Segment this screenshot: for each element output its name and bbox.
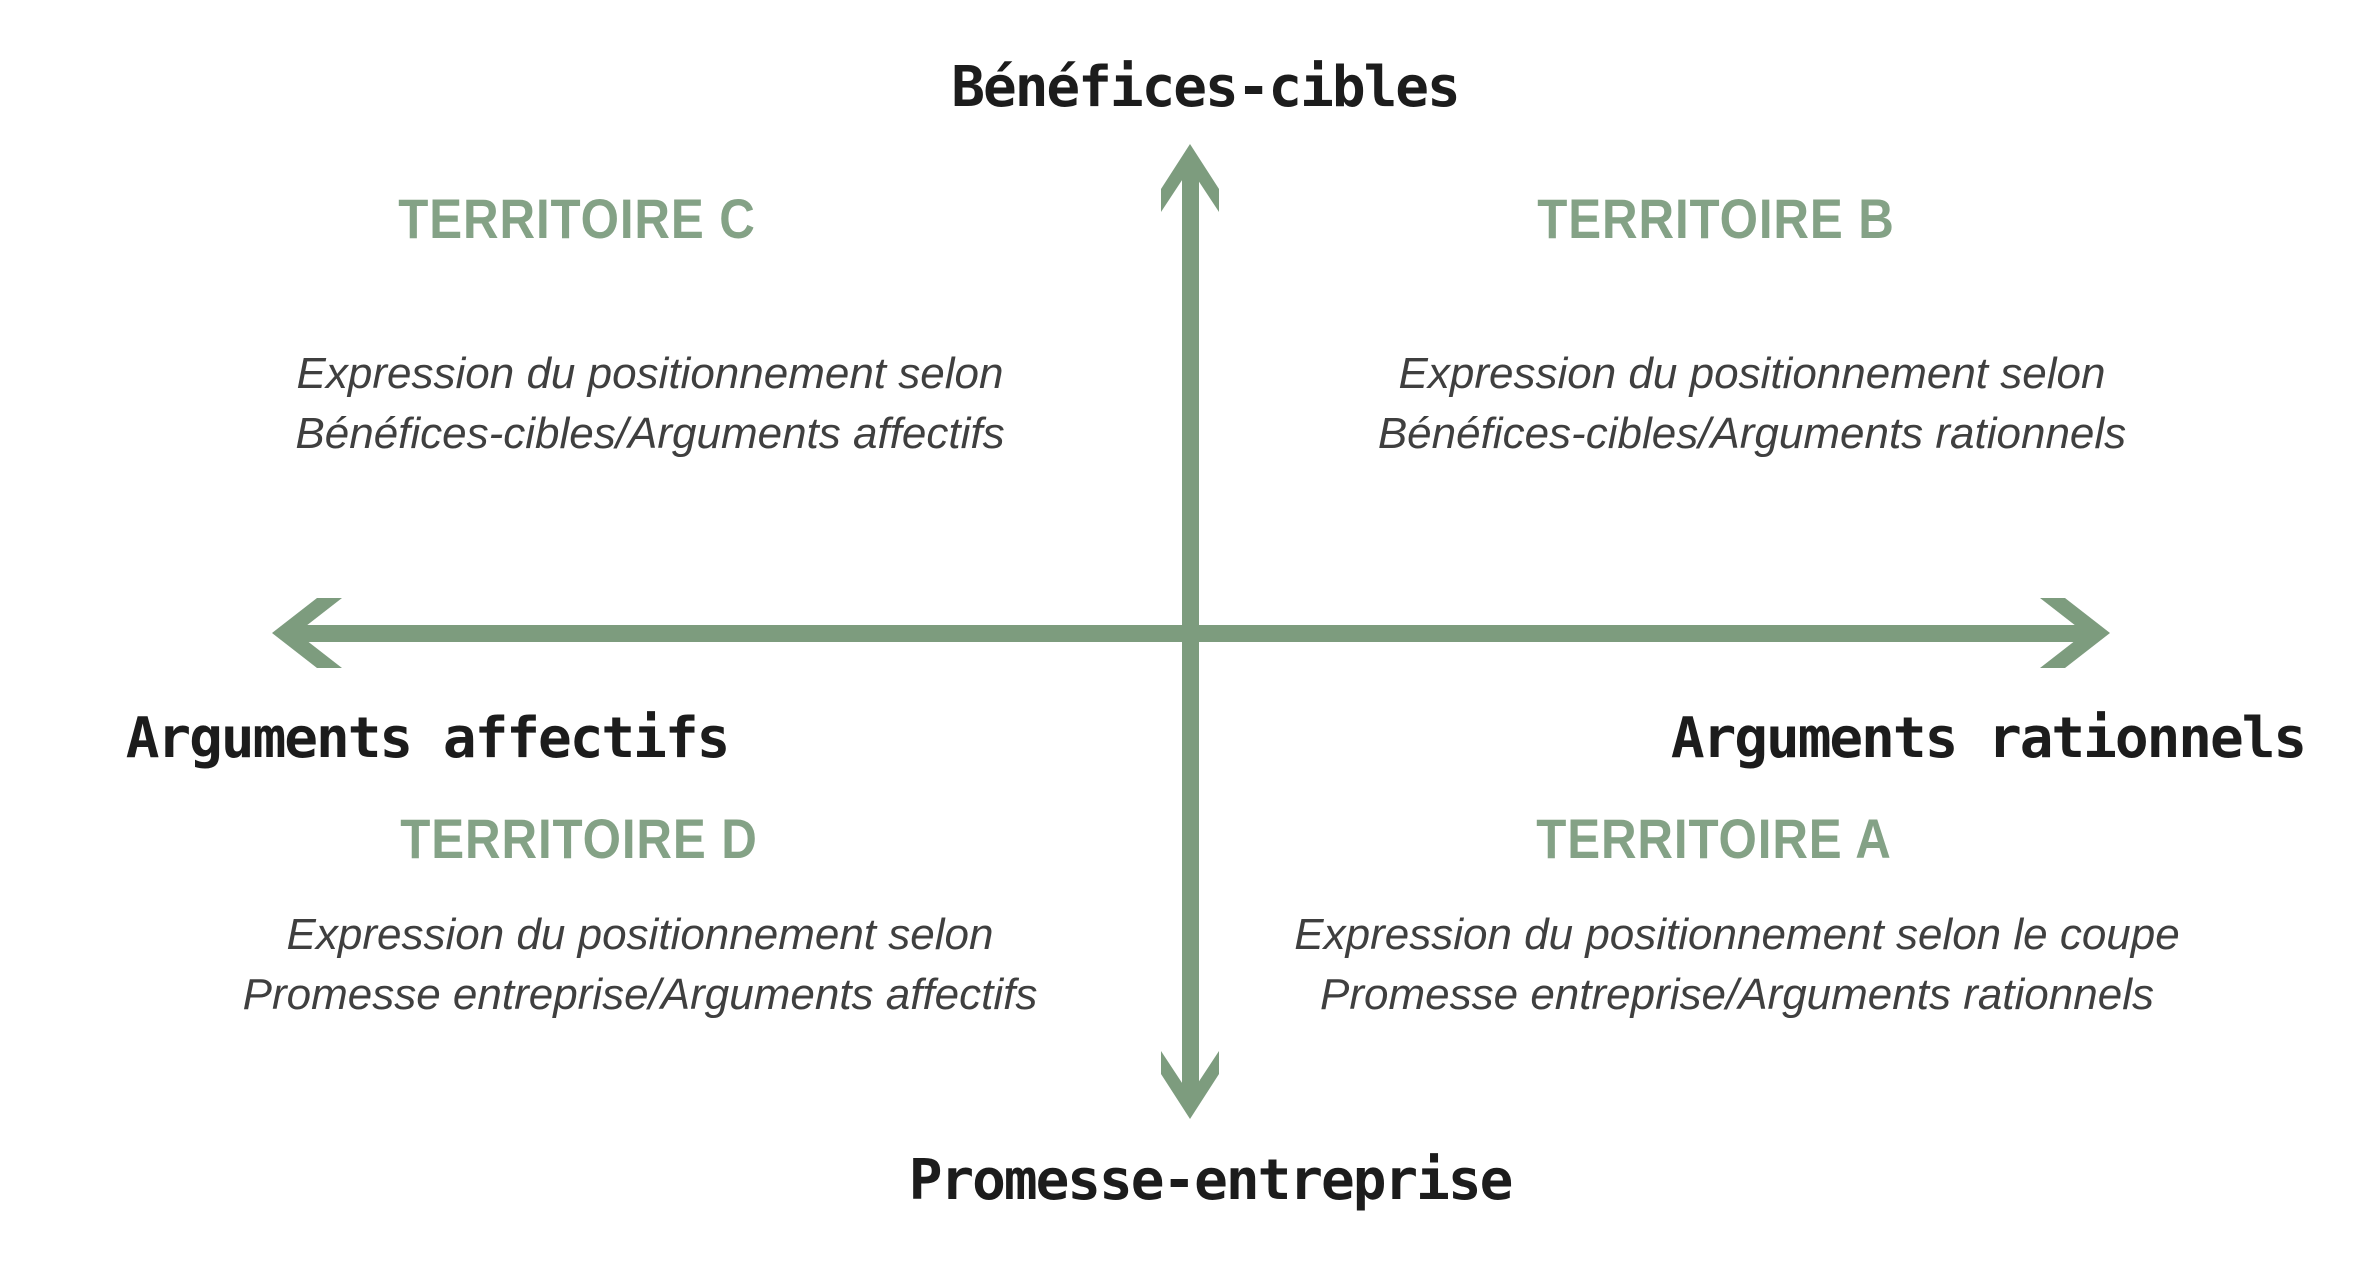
territory-d-description: Expression du positionnement selon Prome… [243,905,1038,1025]
horizontal-axis-line [296,625,2086,642]
arrowhead-left-icon [272,598,342,668]
axis-label-right: Arguments rationnels [1670,706,2307,771]
axis-label-left: Arguments affectifs [125,706,731,771]
territory-c-title: TERRITOIRE C [398,187,756,250]
territory-c-description-line1: Expression du positionnement selon [296,349,1004,398]
territory-d-title: TERRITOIRE D [400,807,758,870]
territory-a-description-line1: Expression du positionnement selon le co… [1294,910,2180,959]
territory-a-description: Expression du positionnement selon le co… [1294,905,2179,1025]
territory-c-description-line2: Bénéfices-cibles/Arguments affectifs [295,409,1005,458]
territory-a-title: TERRITOIRE A [1536,807,1892,870]
territory-c-description: Expression du positionnement selon Bénéf… [295,344,1004,464]
territory-b-title: TERRITOIRE B [1537,187,1895,250]
territory-d-description-line2: Promesse entreprise/Arguments affectifs [242,970,1038,1019]
arrowhead-down-icon [1161,1051,1219,1119]
territory-d-description-line1: Expression du positionnement selon [286,910,994,959]
arrowhead-right-icon [2040,598,2110,668]
territory-b-description-line1: Expression du positionnement selon [1398,349,2106,398]
arrowhead-up-icon [1161,144,1219,212]
territory-b-description-line2: Bénéfices-cibles/Arguments rationnels [1377,409,2127,458]
axis-label-top: Bénéfices-cibles [951,55,1460,120]
axis-label-bottom: Promesse-entreprise [908,1148,1514,1213]
territory-b-description: Expression du positionnement selon Bénéf… [1378,344,2126,464]
territory-a-description-line2: Promesse entreprise/Arguments rationnels [1320,970,2154,1019]
